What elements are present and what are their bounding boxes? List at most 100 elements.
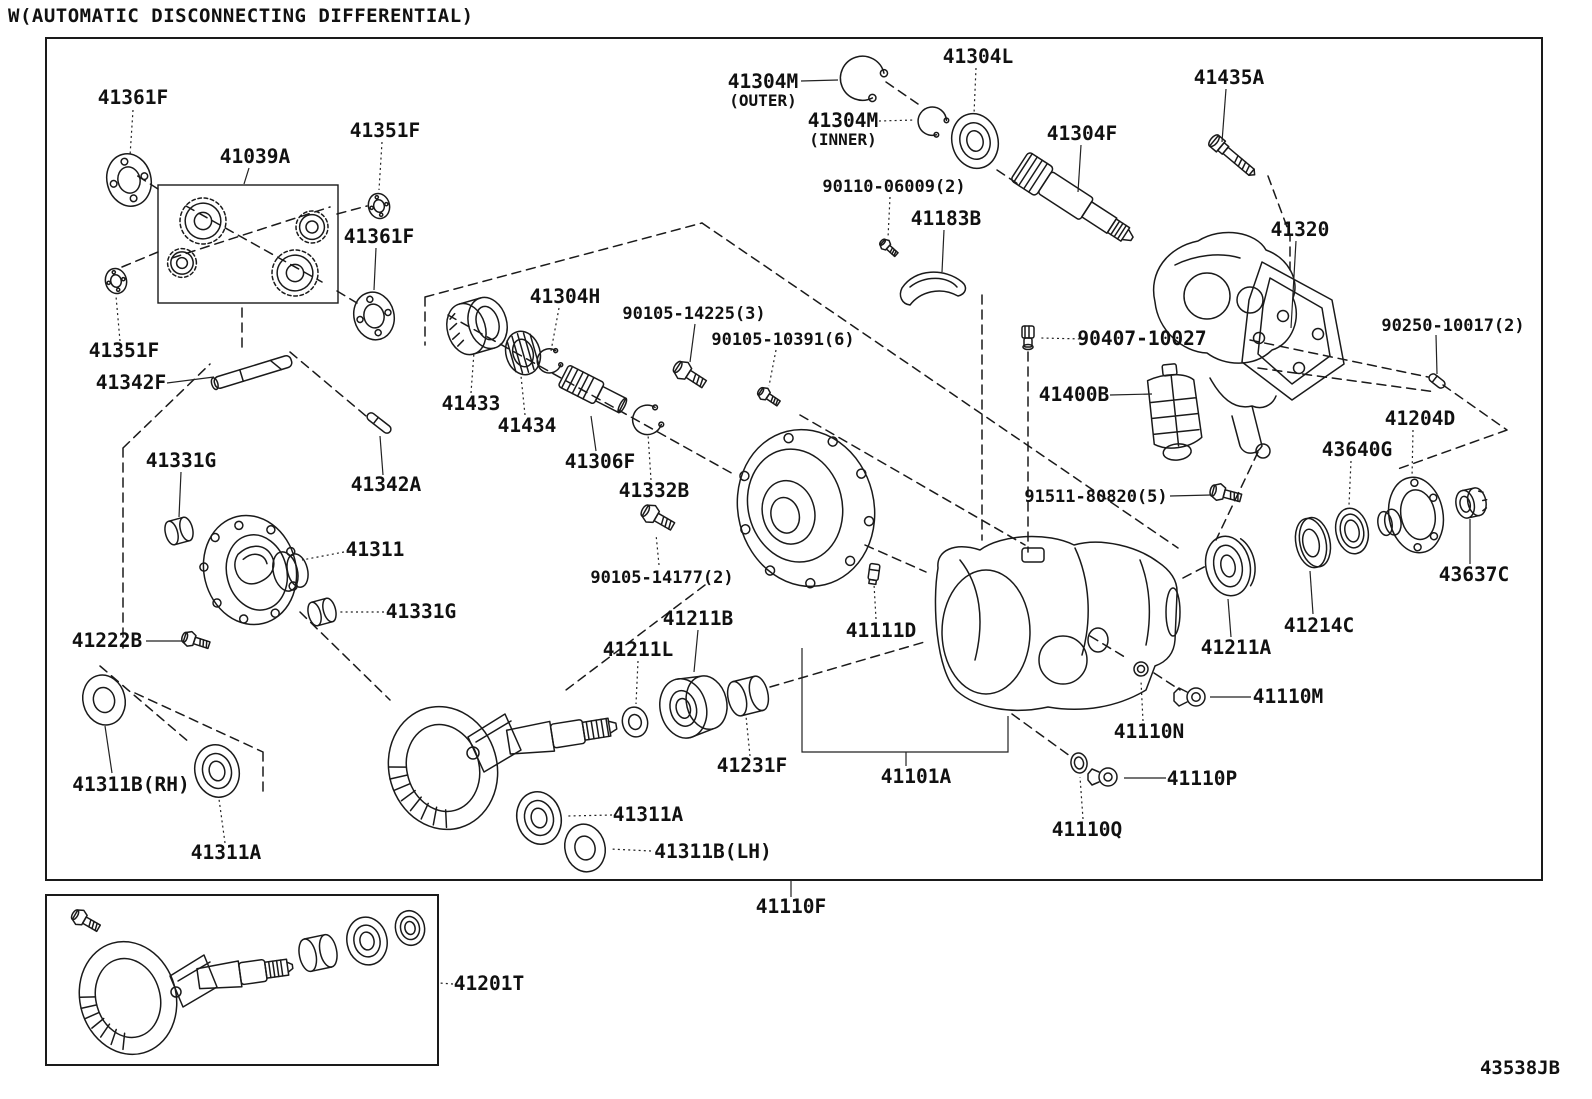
part-90105-10391-bolt [754, 384, 783, 410]
part-41214C-plate-washer [1291, 515, 1335, 571]
part-number: 41311A [191, 841, 262, 864]
leader-line [655, 533, 660, 566]
part-number: 41311A [613, 803, 684, 826]
part-label-41214C: 41214C [1284, 570, 1354, 637]
leader-line [1411, 429, 1414, 479]
part-number: 41039A [220, 145, 291, 168]
part-41342F-pinion-shaft [210, 355, 293, 391]
part-41311-differential-case [190, 503, 318, 635]
part-number: 43637C [1439, 563, 1509, 586]
part-number: 90105-14177(2) [590, 568, 733, 588]
part-label-41110Q: 41110Q [1052, 776, 1122, 841]
part-label-90250-10017: 90250-10017(2) [1381, 316, 1525, 375]
part-41211A-bearing [1200, 531, 1260, 600]
part-label-41320: 41320 [1271, 218, 1329, 329]
leader-line [800, 79, 839, 82]
part-label-41331G-b: 41331G [340, 600, 456, 623]
part-label-43640G: 43640G [1322, 438, 1392, 506]
part-41311A-bearing-a [187, 738, 247, 804]
leader-line [243, 167, 250, 185]
part-label-41361F-b: 41361F [344, 225, 414, 291]
part-label-41433: 41433 [442, 351, 500, 415]
part-label-41110M: 41110M [1210, 685, 1323, 708]
part-number: 41332B [619, 479, 690, 502]
part-number: 41434 [498, 414, 557, 437]
part-number: 90105-10391(6) [711, 330, 854, 350]
part-90110-06009-screw [876, 236, 901, 260]
part-41351F-thrust-washer-b [101, 265, 131, 297]
leader-line [301, 551, 345, 561]
leader-line [166, 376, 215, 384]
part-90105-14225-bolt [669, 356, 711, 393]
part-number: 41183B [911, 207, 982, 230]
part-label-41110P: 41110P [1124, 767, 1237, 790]
part-43640G-oil-seal [1332, 505, 1373, 557]
part-label-41435A: 41435A [1194, 66, 1264, 143]
part-41204D-flange [1371, 473, 1449, 559]
part-number-qualifier: (INNER) [809, 130, 876, 149]
part-41311B-LH-washer [558, 818, 612, 878]
part-label-41361F-a: 41361F [98, 86, 168, 157]
part-label-41400B: 41400B [1039, 383, 1153, 406]
leader-line [1079, 776, 1084, 820]
part-label-41311B-LH: 41311B(LH) [609, 840, 772, 863]
part-41111D-plug [867, 563, 880, 584]
part-number: 41311 [346, 538, 405, 561]
part-label-41342F: 41342F [96, 371, 215, 394]
part-41110Q-gasket [1069, 752, 1088, 774]
part-label-90110-06009: 90110-06009(2) [822, 177, 966, 239]
leader-line [438, 982, 454, 985]
part-number: 41304L [943, 45, 1013, 68]
part-label-41311: 41311 [301, 538, 405, 561]
part-label-41342A: 41342A [351, 435, 422, 496]
leader-line [635, 660, 639, 705]
leader-line [129, 109, 134, 157]
leader-line [745, 715, 751, 757]
part-label-41304M-OUTER: 41304M(OUTER) [728, 70, 839, 110]
part-number: 41342A [351, 473, 422, 496]
part-label-41434: 41434 [498, 375, 557, 437]
part-label-41110F: 41110F [756, 880, 826, 918]
leader-line [647, 433, 652, 481]
part-label-41039A: 41039A [220, 145, 291, 185]
leader-line [379, 435, 384, 476]
part-number: 90250-10017(2) [1381, 316, 1524, 336]
part-41201T-final-gear-kit [68, 905, 429, 1066]
part-number: 41211B [663, 607, 734, 630]
leader-line [1221, 88, 1227, 143]
part-number: 41311B(RH) [72, 773, 189, 796]
part-number: 91511-80820(5) [1024, 487, 1167, 507]
part-label-41351F-a: 41351F [350, 119, 420, 191]
part-label-41111D: 41111D [846, 583, 916, 642]
leader-line [378, 141, 383, 191]
part-41304L-bearing [944, 106, 1006, 176]
part-number: 41400B [1039, 383, 1110, 406]
part-41183B-gasket [900, 272, 965, 305]
part-43637C-dust-cover [1453, 486, 1489, 520]
part-41435A-bolt [1207, 133, 1259, 180]
part-label-90407-10027: 90407-10027 [1039, 327, 1207, 350]
part-number: 41111D [846, 619, 916, 642]
part-number: 41304M [728, 70, 798, 93]
page-title: W(AUTOMATIC DISCONNECTING DIFFERENTIAL) [8, 5, 474, 27]
part-90105-14177-bolt [637, 500, 679, 536]
leader-line [878, 119, 916, 122]
part-90407-10027-breather [1022, 326, 1034, 350]
part-label-41332B: 41332B [619, 433, 690, 502]
part-label-41306F: 41306F [565, 415, 635, 473]
part-number: 41331G [386, 600, 456, 623]
leader-line [1348, 460, 1352, 506]
part-label-41351F-b: 41351F [89, 295, 159, 362]
part-label-91511-80820: 91511-80820(5) [1024, 487, 1212, 507]
part-number: 41304F [1047, 122, 1117, 145]
part-41434-roller-bearing [501, 327, 546, 379]
part-91511-80820-bolt [1207, 480, 1244, 507]
leader-line [1169, 494, 1212, 497]
part-number: 41110M [1253, 685, 1323, 708]
main-diagram-frame [45, 37, 1543, 881]
part-41039A-spider-gear-kit [164, 193, 332, 301]
leader-line [178, 471, 182, 518]
part-41311B-RH-washer [75, 668, 133, 732]
